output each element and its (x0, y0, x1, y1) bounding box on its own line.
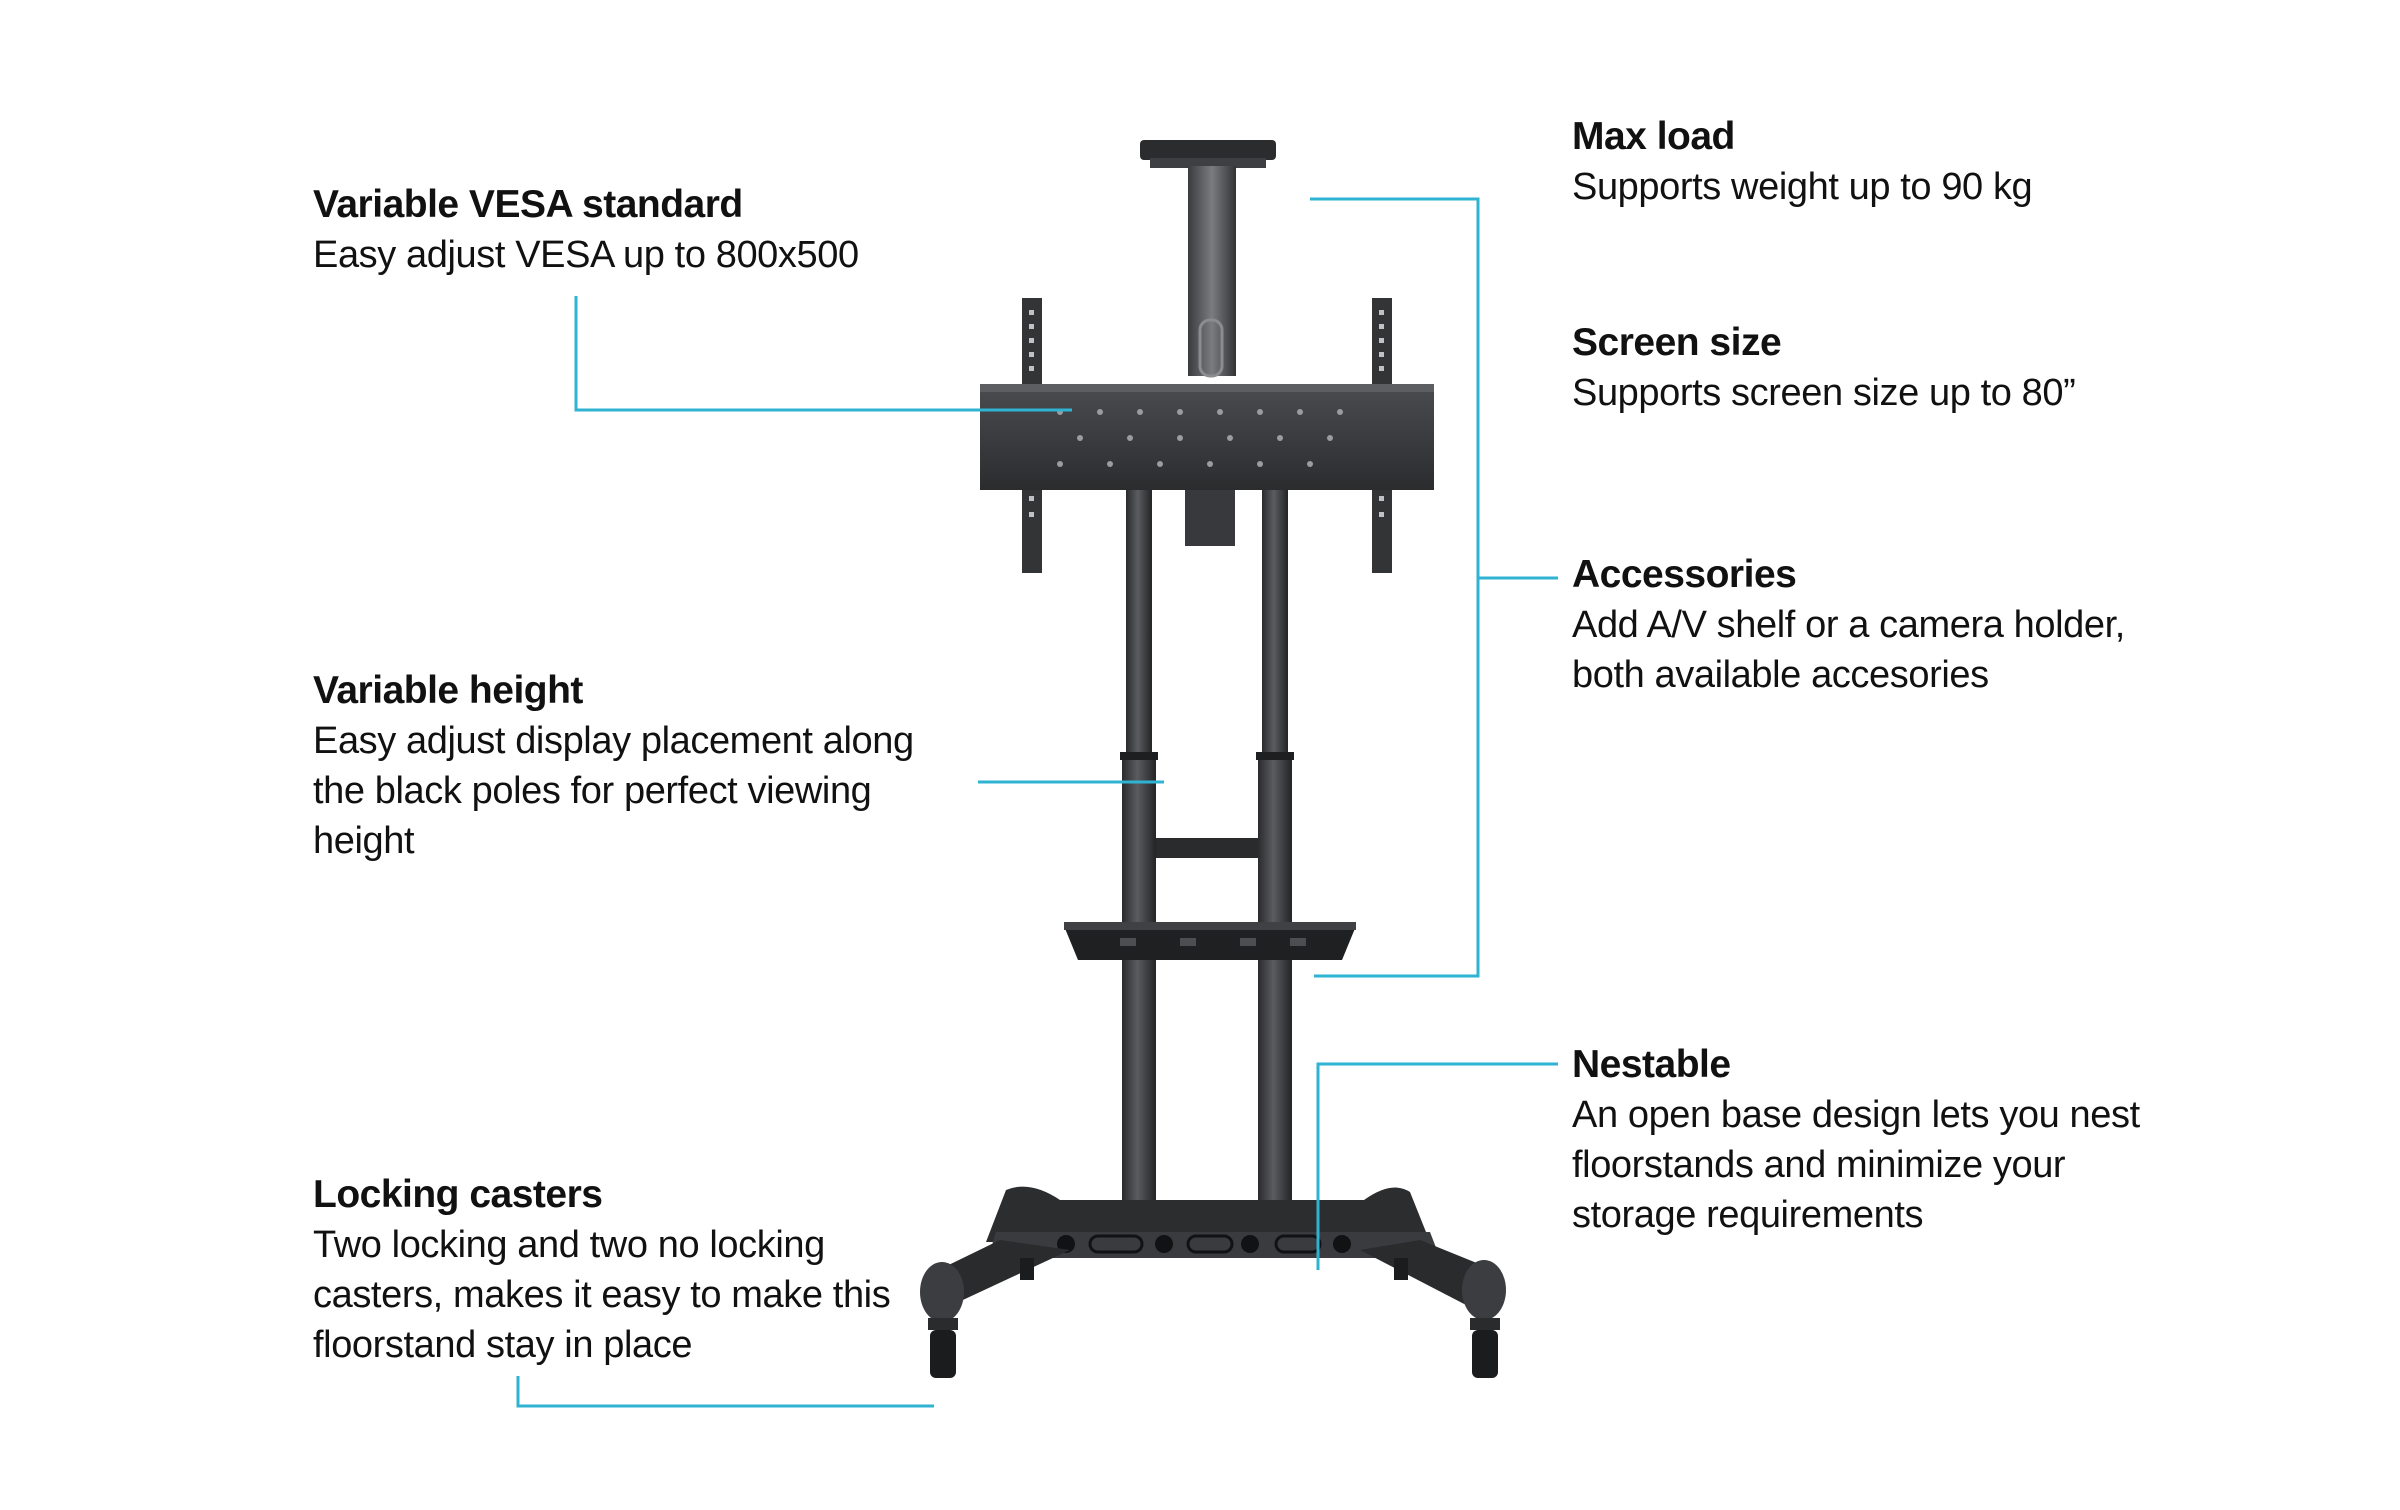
feature-desc-line: height (313, 820, 415, 862)
av-shelf (1064, 922, 1356, 960)
feature-screen-size: Screen size Supports screen size up to 8… (1572, 318, 2372, 418)
feature-vesa: Variable VESA standard Easy adjust VESA … (313, 180, 1013, 280)
feature-desc-line: An open base design lets you nest (1572, 1094, 2140, 1136)
feature-title: Screen size (1572, 321, 1782, 364)
feature-accessories: Accessories Add A/V shelf or a camera ho… (1572, 550, 2172, 700)
feature-max-load: Max load Supports weight up to 90 kg (1572, 112, 2372, 212)
feature-desc-line: storage requirements (1572, 1194, 1924, 1236)
feature-desc-line: Supports screen size up to 80” (1572, 372, 2076, 414)
feature-desc-line: floorstands and minimize your (1572, 1144, 2066, 1186)
feature-title: Variable VESA standard (313, 183, 743, 226)
mounting-plate (980, 384, 1434, 546)
feature-desc-line: both available accesories (1572, 654, 1989, 696)
leader-vesa (574, 296, 1072, 412)
feature-desc-line: Supports weight up to 90 kg (1572, 166, 2033, 208)
feature-locking-casters: Locking casters Two locking and two no l… (313, 1170, 953, 1370)
feature-title: Accessories (1572, 553, 1797, 596)
feature-nestable: Nestable An open base design lets you ne… (1572, 1040, 2212, 1240)
feature-desc-line: Easy adjust VESA up to 800x500 (313, 234, 859, 276)
feature-desc-line: the black poles for perfect viewing (313, 770, 872, 812)
feature-desc-line: casters, makes it easy to make this (313, 1274, 891, 1316)
feature-desc-line: Add A/V shelf or a camera holder, (1572, 604, 2125, 646)
feature-title: Locking casters (313, 1173, 603, 1216)
feature-desc-line: Easy adjust display placement along (313, 720, 914, 762)
feature-variable-height: Variable height Easy adjust display plac… (313, 666, 973, 866)
feature-title: Nestable (1572, 1043, 1731, 1086)
base (920, 1186, 1506, 1322)
camera-shelf (1140, 140, 1276, 378)
main-poles (1120, 490, 1294, 1215)
feature-desc-line: Two locking and two no locking (313, 1224, 825, 1266)
feature-title: Max load (1572, 115, 1735, 158)
casters (928, 1318, 1500, 1378)
leader-casters (516, 1376, 934, 1408)
leader-nestable (1316, 1062, 1558, 1270)
leader-lines (516, 197, 1558, 1408)
leader-right-bracket (1310, 197, 1480, 978)
feature-desc-line: floorstand stay in place (313, 1324, 693, 1366)
feature-title: Variable height (313, 669, 583, 712)
